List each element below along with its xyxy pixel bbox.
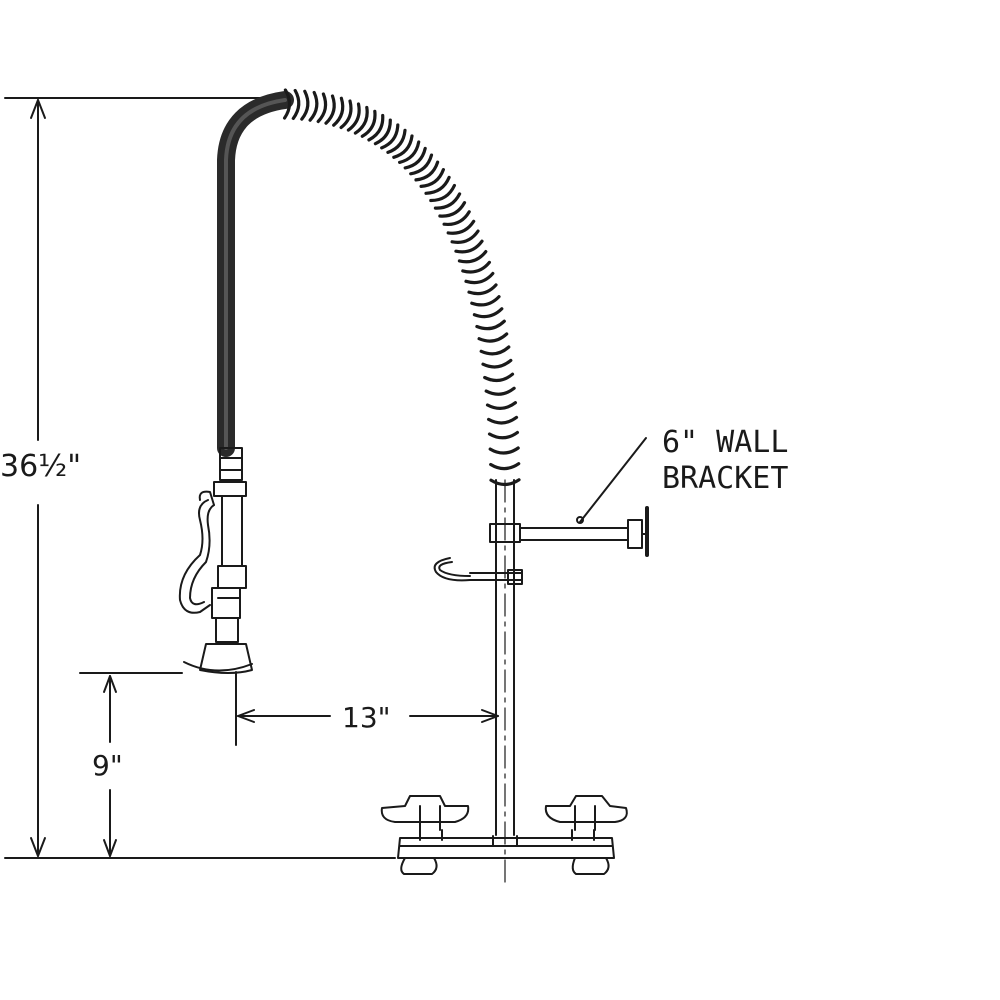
bracket-leader-line: [576, 437, 647, 524]
reach-label: 13": [342, 701, 391, 734]
spring-coil-turn: [353, 105, 369, 135]
spring-coil-turn: [489, 462, 521, 471]
faucet-base: [397, 829, 615, 875]
left-handle: [380, 795, 470, 831]
spring-coil-turn: [414, 160, 440, 182]
spring-coil-turn: [291, 88, 301, 120]
spring-coil-turn: [479, 345, 511, 356]
spring-coil-turn: [424, 175, 451, 195]
spring-coil-turn: [367, 113, 385, 142]
spring-coil-turn: [481, 358, 513, 369]
spring-coil-turn: [450, 229, 480, 244]
spring-coil-turn: [472, 307, 504, 319]
spring-coil-turn: [403, 146, 427, 170]
spring-coil-turn: [346, 102, 361, 132]
spring-coil-turn: [398, 140, 421, 164]
spring-coil-turn: [438, 201, 467, 218]
spring-coil-turn: [429, 183, 456, 203]
spray-height-dimension: [79, 672, 183, 857]
spring-coil-turn: [386, 128, 407, 154]
spring-coil-turn: [392, 134, 414, 159]
spring-coil-turn: [485, 401, 517, 410]
wall-bracket-label-line2: BRACKET: [662, 461, 789, 496]
spring-coil-turn: [360, 109, 377, 138]
spring-coil-turn: [484, 386, 516, 396]
height-dimension: [4, 97, 396, 859]
spring-coil-turn: [470, 295, 501, 307]
wall-bracket-label-line1: 6" WALL: [662, 425, 789, 460]
spray-height-label: 9": [92, 749, 123, 782]
spring-coil: [283, 88, 521, 487]
spring-coil-turn: [477, 332, 509, 343]
spring-coil-turn: [464, 271, 495, 285]
spring-coil-turn: [419, 168, 445, 188]
spring-coil-turn: [475, 319, 506, 331]
spray-valve: [178, 447, 253, 674]
spring-coil-turn: [409, 153, 434, 176]
spring-coil-turn: [324, 94, 336, 125]
spring-coil-turn: [467, 283, 498, 296]
spring-coil-turn: [433, 192, 462, 210]
flex-hose: [217, 91, 294, 457]
spring-coil-turn: [446, 219, 476, 235]
spring-coil-turn: [442, 210, 471, 227]
spring-coil-turn: [488, 446, 520, 455]
riser-pipe: [495, 479, 515, 886]
spring-coil-turn: [373, 118, 392, 146]
spring-coil-turn: [454, 239, 484, 254]
spring-coil-turn: [283, 88, 292, 120]
spring-coil-turn: [316, 92, 328, 124]
spring-coil-turn: [300, 89, 310, 121]
spring-coil-turn: [487, 430, 519, 440]
spring-coil-turn: [483, 372, 515, 383]
spring-coil-turn: [487, 415, 519, 425]
spring-coil-turn: [457, 250, 488, 264]
spring-coil-turn: [332, 96, 345, 127]
spring-coil-turn: [461, 260, 491, 274]
wall-bracket: [489, 506, 649, 557]
right-handle: [544, 795, 628, 831]
reach-dimension: [235, 671, 499, 746]
spring-coil-turn: [308, 90, 319, 122]
spring-coil-turn: [380, 123, 400, 150]
height-label: 36½": [0, 449, 82, 484]
spring-coil-turn: [339, 99, 353, 130]
spray-hook: [433, 557, 523, 585]
